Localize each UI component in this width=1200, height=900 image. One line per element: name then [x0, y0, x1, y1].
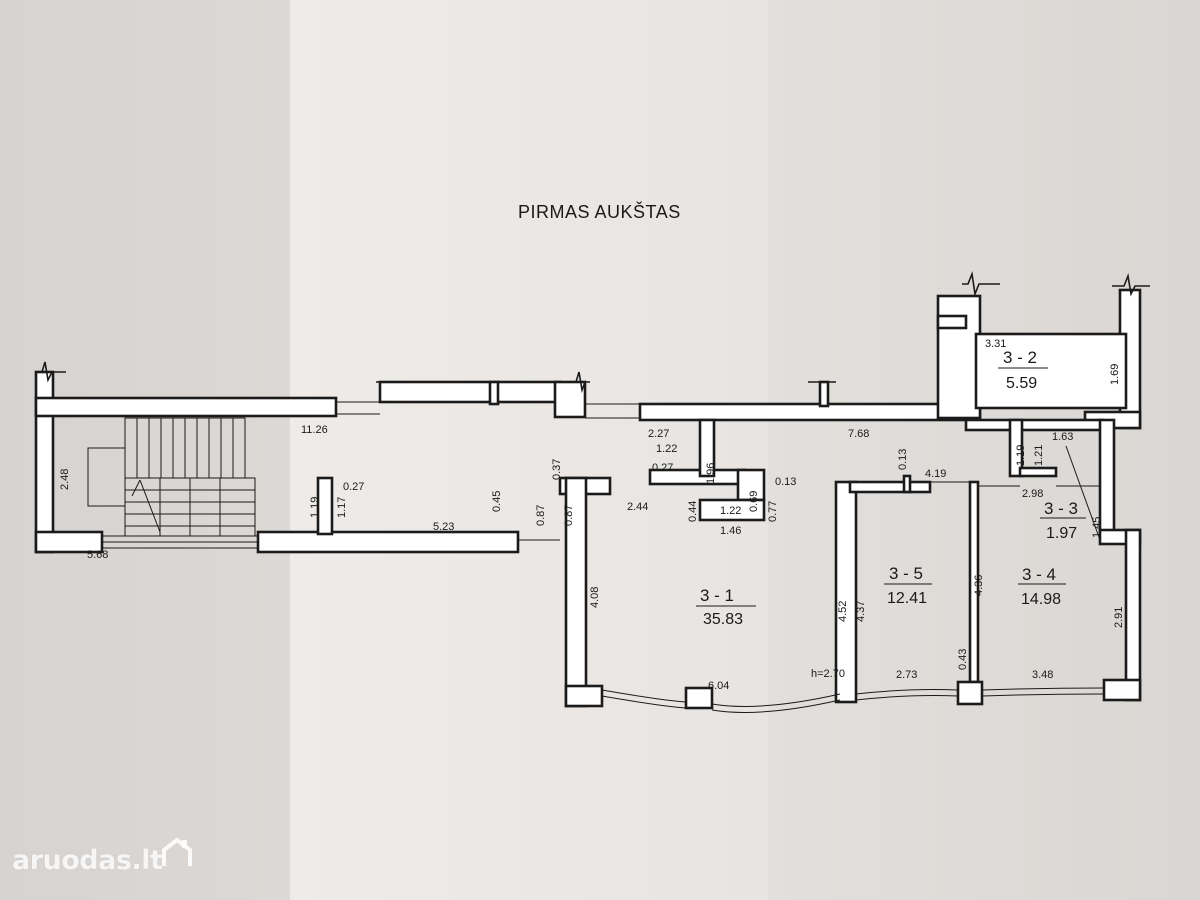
room-3-2: 3 - 2 5.59: [998, 348, 1048, 392]
dimension-label: 0.87: [535, 505, 547, 526]
room-id: 3 - 3: [1044, 499, 1078, 518]
dimension-label: 1.19: [1015, 445, 1027, 466]
room-3-5: 3 - 5 12.41: [884, 564, 932, 607]
dimension-label: 0.27: [343, 481, 364, 493]
dimension-label: 2.48: [59, 469, 71, 490]
dimension-label: 0.77: [767, 501, 779, 522]
dimension-label: 3.48: [1032, 669, 1053, 681]
wall-mark: [1065, 445, 1101, 541]
dimension-label: 0.43: [957, 649, 969, 670]
aruodas-watermark: aruodas.lt: [12, 836, 194, 876]
dimension-label: 1.46: [720, 525, 741, 537]
dimension-label: 3.31: [985, 338, 1006, 350]
room-3-1: 3 - 1 35.83: [696, 586, 756, 628]
room-area: 5.59: [1006, 375, 1037, 392]
dimension-label: 0.13: [897, 449, 909, 470]
paper-fold-panel: [768, 0, 1200, 900]
dimension-label: 2.44: [627, 501, 648, 513]
dimension-label: 11.26: [301, 424, 328, 436]
east-block-walls: [558, 288, 1142, 710]
break-mark: [36, 361, 66, 383]
dimension-label: 4.19: [925, 468, 946, 480]
dimension-label: 1.96: [705, 463, 717, 484]
staircase: [87, 417, 256, 537]
dimension-label: 0.37: [551, 459, 563, 480]
dimension-label: 2.73: [896, 669, 917, 681]
break-mark: [566, 371, 590, 394]
dimension-label: 1.45: [1091, 517, 1103, 538]
dimension-label: 1.69: [1109, 364, 1121, 385]
room-area: 35.83: [703, 611, 743, 628]
dimension-label: 0.27: [652, 462, 673, 474]
dimension-label: 4.08: [589, 587, 601, 608]
dimension-label: 6.04: [708, 680, 729, 692]
room-id: 3 - 2: [1003, 348, 1037, 367]
dimension-label: 1.63: [1052, 431, 1073, 443]
dimension-label: 1.22: [656, 443, 677, 455]
dimension-label: 2.98: [1022, 488, 1043, 500]
room-id: 3 - 5: [889, 564, 923, 583]
dimension-label: 0.44: [687, 501, 699, 522]
paper-fold-panel: [290, 0, 768, 900]
room-3-3: 3 - 3 1.97: [1040, 499, 1086, 542]
dimension-label: 1.19: [309, 497, 321, 518]
dimension-label: 0.45: [491, 491, 503, 512]
dimension-label: 4.52: [837, 601, 849, 622]
dimension-labels: 11.26 2.48 5.68 1.19 0.27 1.17 5.23 0.45…: [59, 338, 1125, 692]
watermark-tld: .lt: [131, 845, 163, 876]
south-facade-windows: [601, 687, 1105, 713]
dimension-label: h=2.70: [811, 668, 845, 680]
room-area: 12.41: [887, 590, 927, 607]
dimension-label: 7.68: [848, 428, 869, 440]
watermark-brand: aruodas: [12, 845, 132, 876]
dimension-label: 0.87: [563, 505, 575, 526]
dimension-label: 5.23: [433, 521, 454, 533]
dimension-label: 2.91: [1113, 607, 1125, 628]
dimension-label: 5.68: [87, 549, 108, 561]
corridor-window: [102, 535, 258, 549]
house-icon: [162, 838, 193, 866]
dimension-label: 0.69: [748, 491, 760, 512]
break-mark: [1112, 273, 1150, 297]
dimension-label: 2.27: [648, 428, 669, 440]
dimension-label: 1.21: [1033, 445, 1045, 466]
room-id: 3 - 4: [1022, 565, 1056, 584]
room-area: 1.97: [1046, 525, 1077, 542]
dimension-label: 1.17: [336, 497, 348, 518]
dimension-label: 4.36: [973, 575, 985, 596]
room-id: 3 - 1: [700, 586, 734, 605]
dimension-label: 0.13: [775, 476, 796, 488]
plan-title: PIRMAS AUKŠTAS: [518, 202, 681, 222]
room-3-4: 3 - 4 14.98: [1018, 565, 1066, 608]
dimension-label: 4.37: [855, 601, 867, 622]
break-mark: [962, 270, 1000, 298]
dimension-label: 1.22: [720, 505, 741, 517]
room-area: 14.98: [1021, 591, 1061, 608]
west-wing-walls: [34, 370, 587, 554]
